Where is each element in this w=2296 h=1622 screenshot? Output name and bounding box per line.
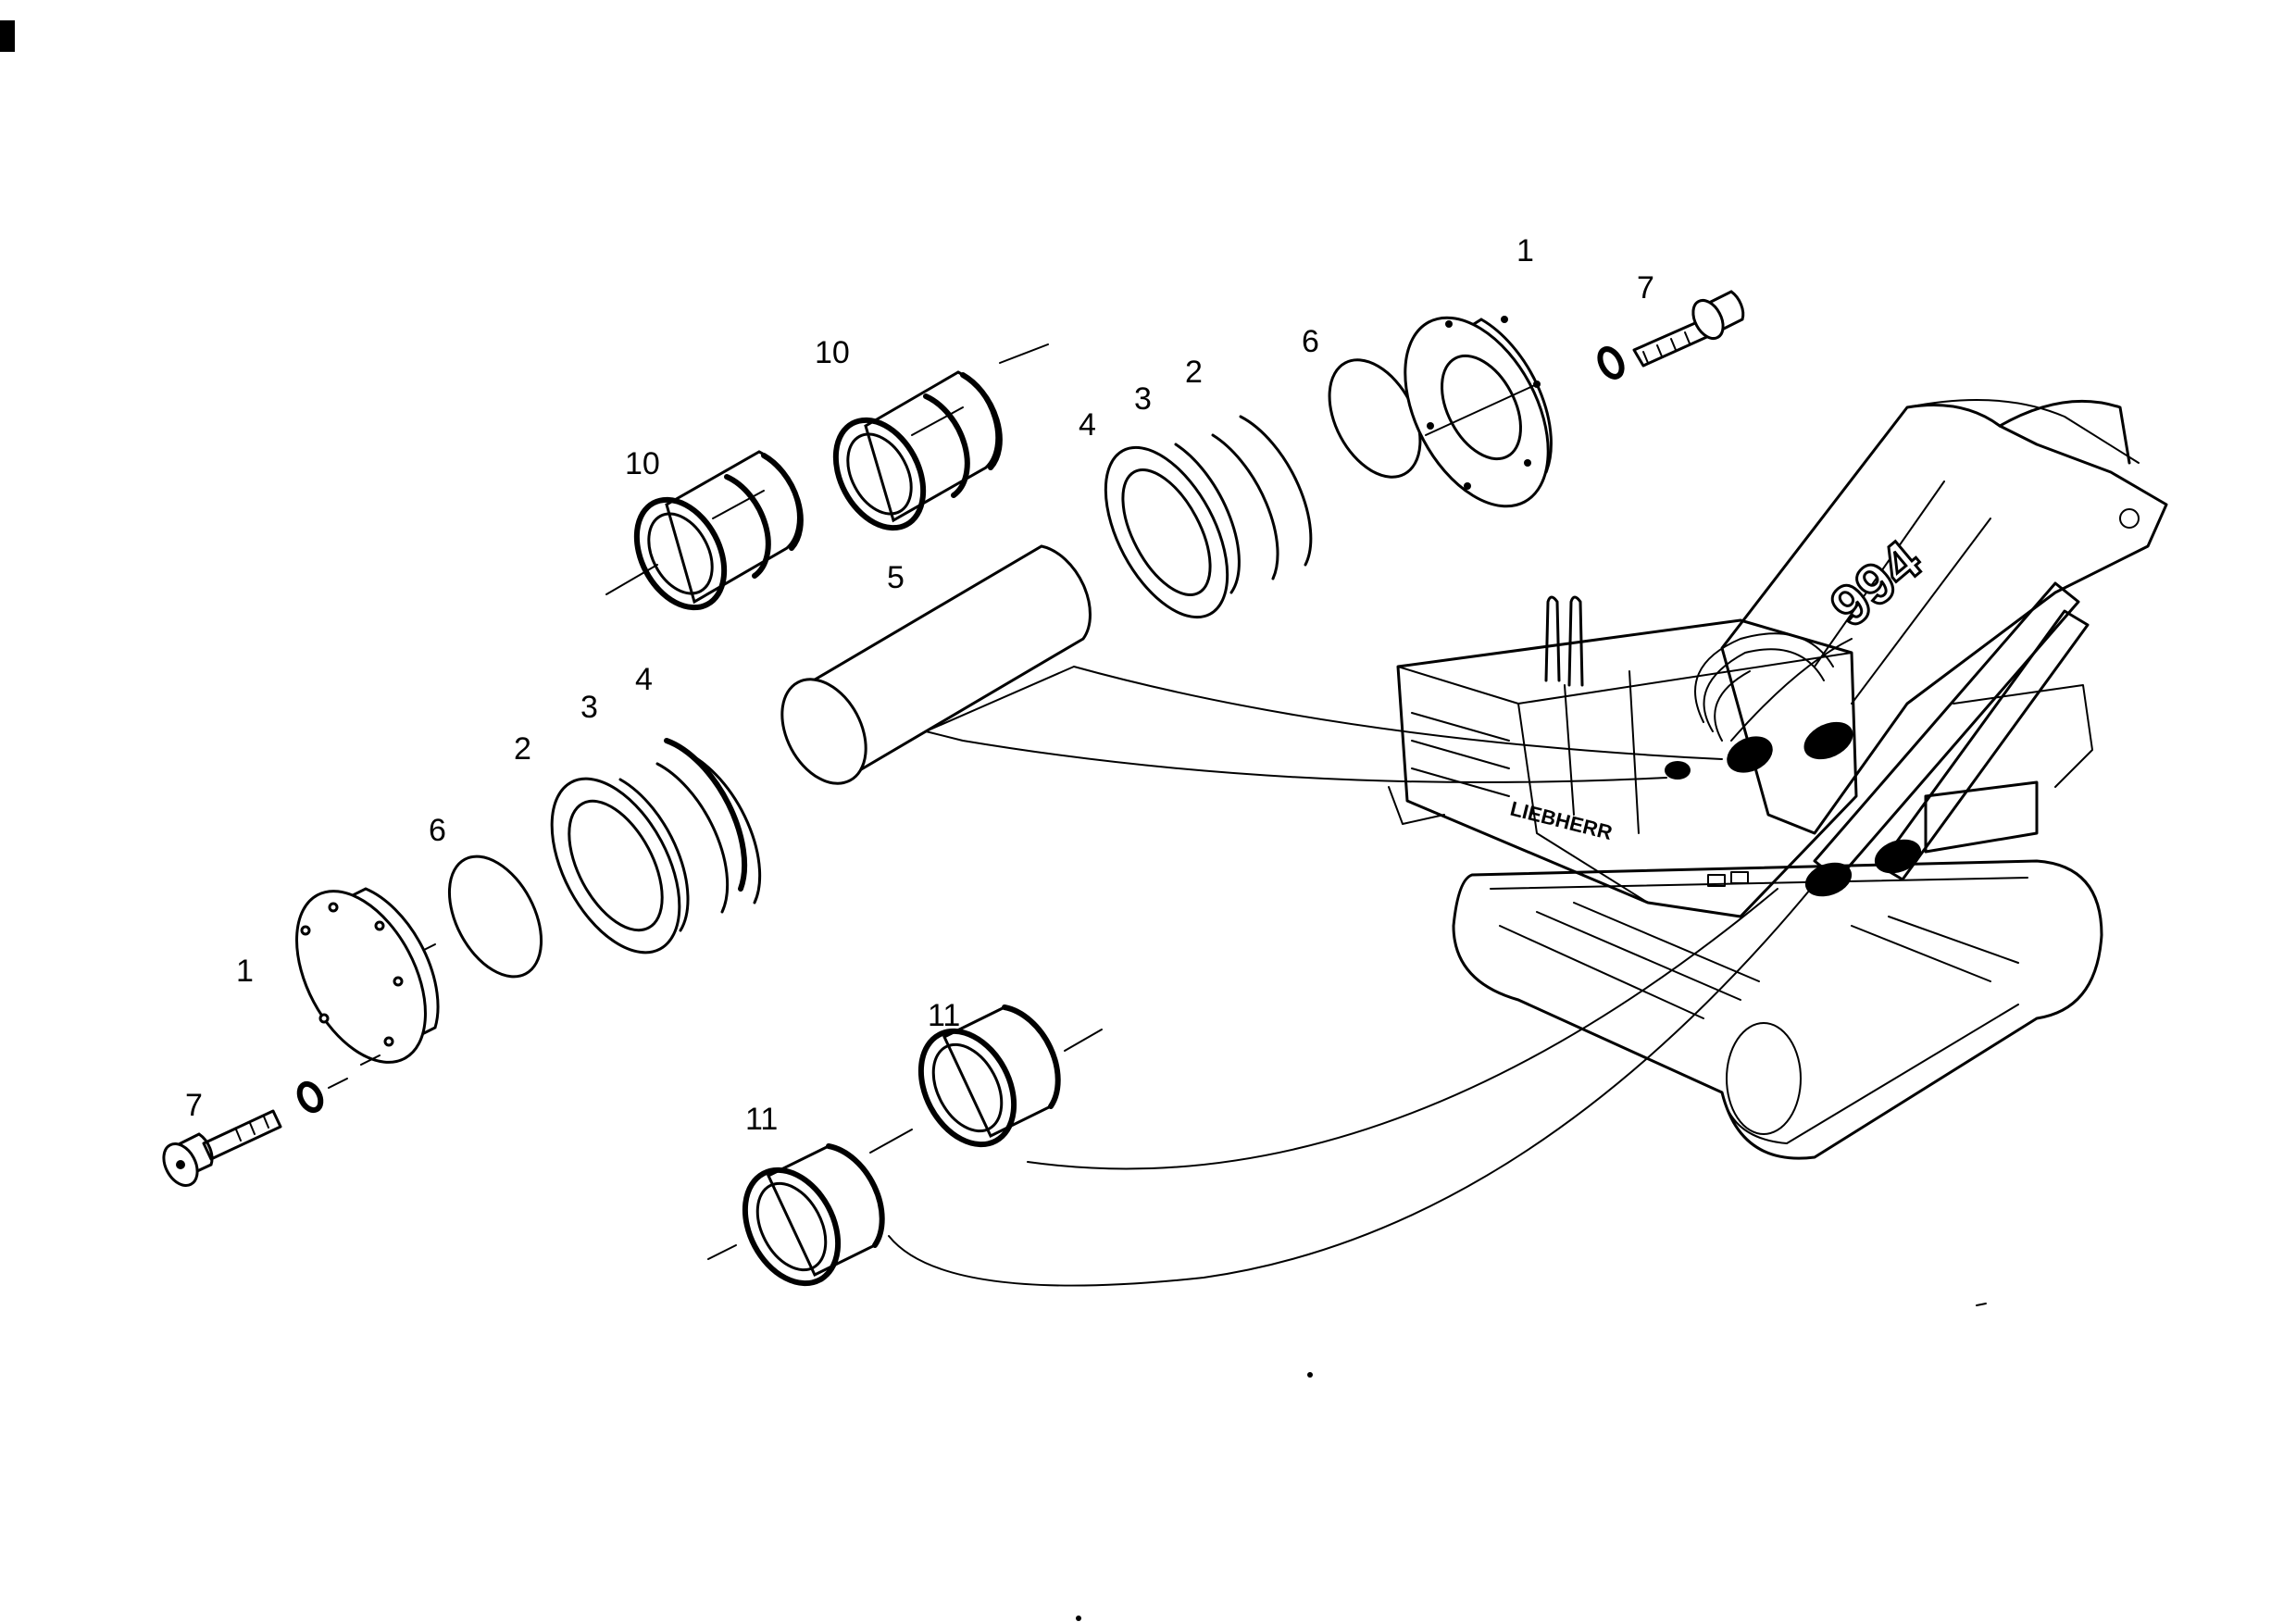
callout-o-ring-left: 6 [429, 813, 446, 848]
bushing-lower-a [917, 1004, 1103, 1148]
callout-wear-ring-right: 4 [1079, 407, 1096, 443]
pin [780, 544, 1092, 785]
leader-lines [888, 666, 1816, 1287]
callout-bushing-lower-a: 11 [928, 998, 960, 1033]
bushing-lower-b [707, 1129, 913, 1287]
excavator-illustration: LIEBHERR 994 [1388, 399, 2168, 1160]
stray-mark [1076, 1616, 1081, 1621]
callout-bolt-right: 7 [1637, 270, 1654, 306]
machine-brand-label: LIEBHERR [1508, 797, 1615, 844]
callout-seal-ring-right: 2 [1185, 355, 1203, 390]
callout-pin: 5 [887, 560, 905, 595]
stray-mark [1307, 1372, 1313, 1378]
callout-o-ring-right: 6 [1302, 324, 1319, 359]
crawler-track [1452, 859, 2103, 1160]
callout-wear-ring-left: 4 [635, 662, 653, 697]
bushing-upper-a [832, 343, 1049, 531]
end-plate-right [1404, 316, 1553, 508]
bolt-left [162, 1078, 348, 1187]
bearing-points [1665, 721, 1922, 897]
callout-spacer-ring-left: 3 [580, 690, 598, 725]
machine-model-number: 994 [1819, 529, 1934, 640]
callout-spacer-ring-right: 3 [1134, 381, 1152, 417]
callout-bushing-lower-b: 11 [745, 1102, 778, 1137]
bushing-upper-b [605, 450, 804, 611]
stray-mark [1976, 1303, 1987, 1306]
ring-set-left [550, 738, 762, 954]
bolt-right [1597, 290, 1745, 380]
corner-registration-mark [0, 20, 15, 52]
callout-plate-left: 1 [236, 954, 254, 989]
callout-bushing-upper-a: 10 [815, 335, 850, 370]
callout-labels: 1 7 6 2 3 4 10 10 5 4 3 2 6 1 7 11 11 [185, 233, 1654, 1137]
end-plate-left [295, 887, 440, 1066]
callout-bushing-upper-b: 10 [625, 446, 660, 481]
callout-bolt-left: 7 [185, 1088, 203, 1123]
o-ring-left [447, 855, 543, 979]
callout-seal-ring-left: 2 [514, 731, 531, 767]
boom: 994 [1720, 399, 2168, 835]
ring-set-right [1104, 415, 1313, 619]
callout-plate-top: 1 [1516, 233, 1534, 268]
hydraulic-hoses [1694, 632, 1834, 742]
